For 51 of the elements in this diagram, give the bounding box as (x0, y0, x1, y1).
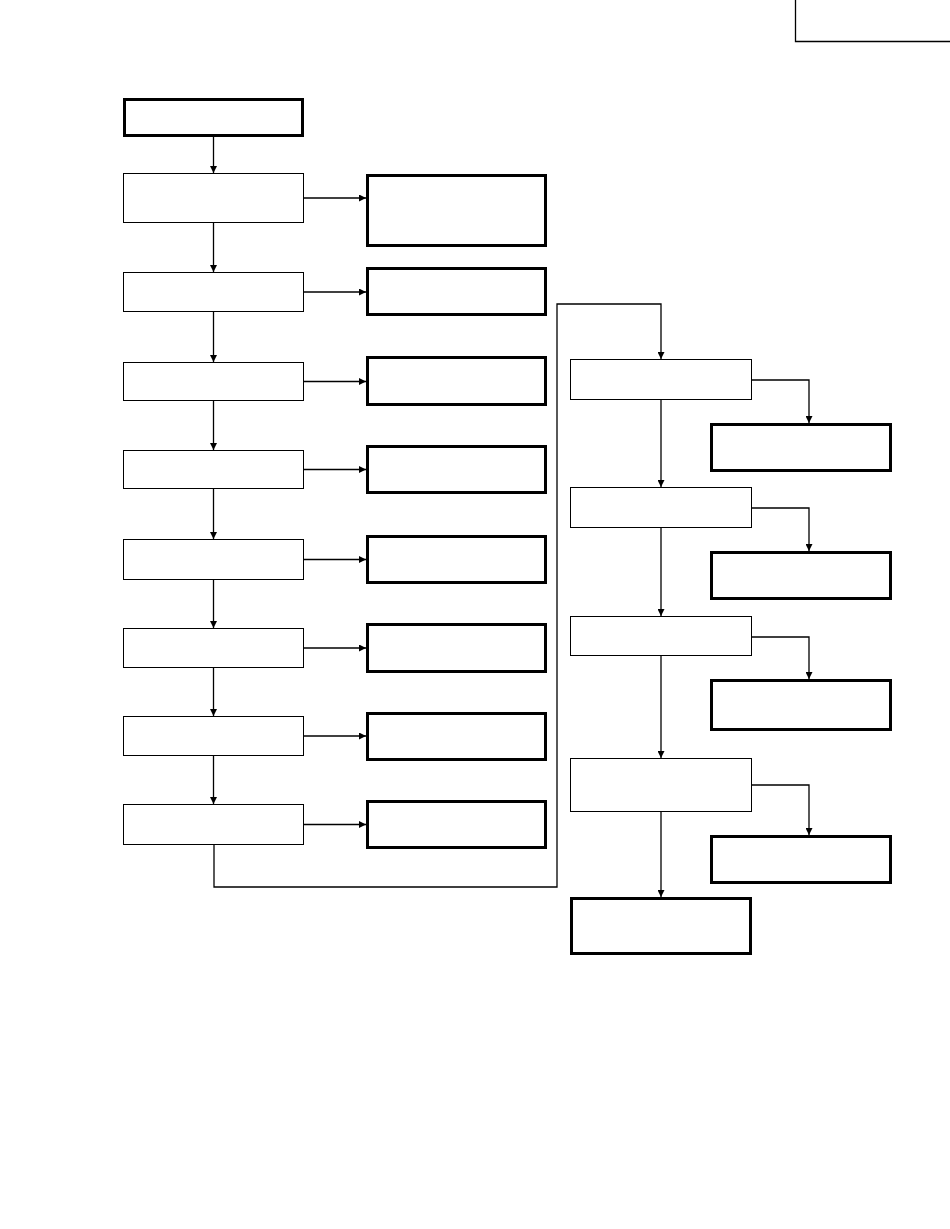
arrow (751, 507, 813, 552)
flowchart-box (570, 616, 752, 656)
arrow (210, 488, 217, 540)
flowchart-box (123, 173, 304, 223)
flowchart-box (123, 362, 304, 401)
flowchart-box (123, 539, 304, 580)
arrow (657, 399, 665, 488)
arrow (210, 222, 217, 273)
bold-flowchart-box (570, 897, 752, 955)
bold-flowchart-box (366, 356, 547, 406)
flowchart-box (123, 450, 304, 489)
arrow (303, 821, 367, 828)
bold-flowchart-box (366, 174, 547, 247)
bold-flowchart-box (123, 98, 304, 137)
arrow (657, 655, 665, 759)
arrow (303, 288, 367, 296)
bold-flowchart-box (366, 623, 547, 673)
flowchart-box (123, 272, 304, 312)
arrow (303, 644, 367, 652)
bold-flowchart-box (710, 835, 892, 884)
bold-flowchart-box (366, 267, 547, 316)
bold-flowchart-box (710, 551, 892, 600)
arrow (210, 667, 217, 717)
arrow (210, 755, 217, 805)
arrow (303, 466, 367, 473)
flowchart-box (123, 804, 304, 845)
bold-flowchart-box (366, 800, 547, 849)
flowchart-box (570, 359, 752, 400)
flowchart-box (123, 628, 304, 668)
arrow (751, 784, 813, 836)
bold-flowchart-box (366, 712, 547, 761)
flowchart-box (570, 487, 752, 528)
arrow (210, 136, 217, 174)
arrow (303, 556, 367, 563)
arrow (210, 311, 217, 363)
bold-flowchart-box (366, 535, 547, 584)
flowchart-box (570, 758, 752, 812)
bold-flowchart-box (710, 423, 892, 472)
arrow (303, 378, 367, 385)
arrow (657, 811, 665, 898)
bold-flowchart-box (710, 679, 892, 731)
arrow (751, 379, 813, 424)
arrow (303, 732, 367, 740)
arrow (210, 579, 217, 629)
flowchart-box (123, 716, 304, 756)
arrow (213, 303, 665, 888)
arrow (210, 400, 217, 451)
arrow (303, 194, 367, 202)
arrow (657, 527, 665, 617)
bold-flowchart-box (366, 445, 547, 494)
arrow (751, 636, 813, 680)
